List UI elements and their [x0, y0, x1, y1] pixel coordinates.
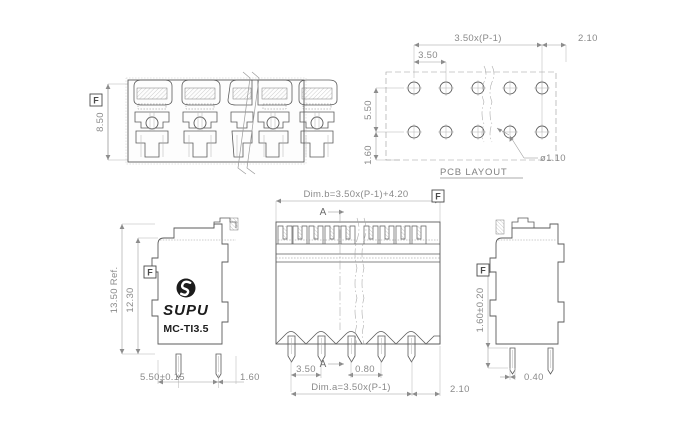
pin: [377, 335, 386, 363]
section-marker-a-top: [328, 209, 344, 215]
dimension-body-depth: [157, 360, 218, 385]
pcb-boundary: [385, 71, 557, 161]
pin: [287, 335, 296, 363]
break-line-section-2: [246, 71, 260, 175]
break-line-front: [354, 217, 360, 345]
datum-f-right: [476, 263, 490, 277]
dimension-label-row-spacing: 5.50: [363, 100, 374, 120]
pin: [317, 335, 326, 363]
supu-s-icon: [176, 278, 196, 298]
pole-cell-group-left: [133, 79, 254, 158]
pcb-layout-view: [373, 42, 567, 161]
dimension-label-edge-offset: 2.10: [578, 33, 598, 44]
dimension-label-body-depth: 5.50±0.15: [140, 372, 185, 383]
datum-f-side-label: F: [147, 268, 153, 278]
front-comb-teeth: [276, 225, 440, 245]
left-side-view: [119, 217, 244, 388]
pcb-hole: [502, 80, 518, 96]
dimension-bottom-offset: [373, 132, 400, 161]
pin: [407, 335, 416, 363]
dimension-label-overall-height-ref: 13.50 Ref.: [109, 267, 120, 314]
pcb-hole-row-top: [406, 80, 550, 96]
break-line-front-2: [361, 217, 367, 345]
dimension-label-pitch-total: 3.50x(P-1): [454, 33, 501, 44]
dimension-edge-offset: [542, 42, 567, 62]
dimension-overall-height-ref: [119, 223, 155, 355]
pcb-hole: [470, 80, 486, 96]
section-letter-a-bottom: A: [320, 359, 327, 370]
pcb-hole: [406, 80, 422, 96]
dimension-body-height: [135, 237, 158, 354]
dimension-label-dim-a: Dim.a=3.50x(P-1): [311, 382, 391, 393]
dimension-pin-width: [348, 360, 383, 378]
dimension-dim-b: [275, 198, 441, 222]
section-body: [127, 71, 338, 175]
product-model-label: MC-TI3.5: [163, 323, 208, 335]
pcb-hole-row-bottom: [406, 124, 550, 140]
datum-f-right-label: F: [480, 266, 486, 276]
datum-f-side: [143, 265, 157, 279]
break-line-pcb-2: [489, 65, 495, 143]
pin: [347, 335, 356, 363]
dimension-label-end-offset: 2.10: [450, 384, 470, 395]
dimension-label-pin-thickness: 0.40: [524, 372, 544, 383]
dimension-end-offset: [412, 346, 441, 397]
pcb-hole: [406, 124, 422, 140]
dimension-label-8-50: 8.50: [95, 112, 106, 132]
dimension-label-pin-offset: 1.60: [240, 372, 260, 383]
dimension-pin-pitch: [290, 360, 322, 392]
break-line-pcb: [481, 65, 487, 143]
pcb-layout-title: PCB LAYOUT: [440, 167, 507, 178]
cross-section-view: [105, 71, 338, 175]
section-marker-a-bottom: [328, 361, 344, 367]
pcb-hole: [534, 124, 550, 140]
right-side-view: [476, 217, 565, 380]
supu-wordmark: SUPU: [163, 302, 209, 319]
dimension-label-pitch-single: 3.50: [418, 50, 438, 61]
datum-f-top-label: F: [435, 192, 441, 202]
dimension-pin-offset: [218, 356, 244, 385]
section-letter-a-top: A: [320, 207, 327, 218]
datum-f-top-box: [431, 189, 445, 203]
dimension-dim-a: [291, 360, 413, 397]
annotation-hole-diameter: ø1.10: [540, 153, 566, 164]
pcb-hole: [470, 124, 486, 140]
datum-f-left-box: [89, 93, 103, 107]
dimension-label-pin-width: 0.80: [355, 364, 375, 375]
datum-f-left-label: F: [93, 96, 99, 106]
front-pins: [275, 331, 441, 363]
front-view: [275, 198, 441, 397]
dimension-label-body-height: 12.30: [125, 287, 136, 312]
dimension-label-bottom-offset: 1.60: [363, 145, 374, 165]
front-body: [275, 214, 441, 363]
pole-cell-group-right: [257, 79, 338, 158]
dimension-pin-thickness: [500, 368, 516, 380]
right-side-pins: [509, 347, 554, 375]
pcb-hole: [438, 124, 454, 140]
dimension-8-50: [105, 83, 128, 161]
pcb-hole: [534, 80, 550, 96]
side-pins: [175, 353, 222, 388]
dimension-pitch-single: [414, 59, 447, 80]
section-bounding-box: [125, 77, 307, 165]
dimension-label-pcb-thickness: 1.60±0.20: [475, 288, 486, 333]
right-side-body: [489, 217, 565, 345]
dimension-label-dim-b: Dim.b=3.50x(P-1)+4.20: [303, 189, 408, 200]
dimension-row-spacing: [373, 87, 404, 133]
pcb-hole: [438, 80, 454, 96]
break-line-section: [237, 71, 251, 175]
dimension-label-pin-pitch: 3.50: [296, 364, 316, 375]
